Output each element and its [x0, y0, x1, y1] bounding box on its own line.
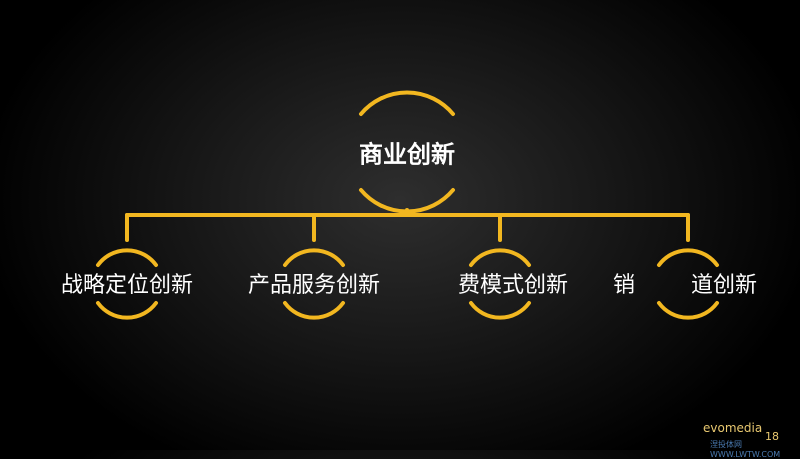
branch-label-fee-model: 费模式创新	[457, 273, 569, 298]
branch-label-strategy: 战略定位创新	[60, 273, 194, 298]
node-arc-bottom-4	[657, 301, 719, 320]
root-node-label: 商业创新	[359, 140, 455, 169]
branch-label-channel: 道创新	[690, 273, 758, 298]
node-arc-top-3	[469, 248, 531, 267]
branch-label-product: 产品服务创新	[247, 273, 381, 298]
brand-logo-text: evomedia	[703, 421, 763, 435]
branch-label-sales: 销	[612, 273, 636, 298]
watermark: 涅投体网WWW.LWTW.COM	[710, 440, 781, 459]
node-arc-top-1	[96, 248, 158, 267]
root-arc-top	[359, 90, 455, 116]
node-arc-top-4	[657, 248, 719, 267]
node-arc-bottom-3	[469, 301, 531, 320]
node-arc-bottom-2	[283, 301, 345, 320]
node-arc-top-2	[283, 248, 345, 267]
node-arc-bottom-1	[96, 301, 158, 320]
page-number: 18	[765, 430, 779, 443]
